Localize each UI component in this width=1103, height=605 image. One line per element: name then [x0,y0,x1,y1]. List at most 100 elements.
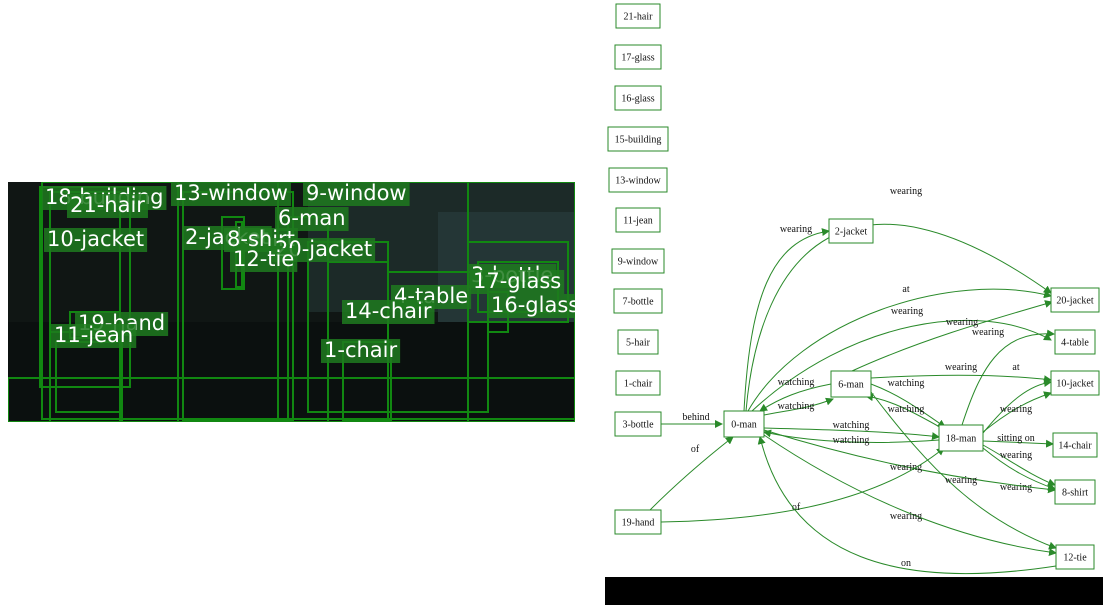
graph-edge-label: wearing [890,462,922,473]
graph-edge-label: wearing [945,475,977,486]
bbox-label-text: 14-chair [345,299,432,323]
bbox-label-text: 11-jean [54,323,133,347]
graph-node-label: 1-chair [624,379,653,390]
graph-node: 7-bottle [613,288,663,314]
graph-edge-label: wearing [890,511,922,522]
bbox-label: 1-chair [321,338,401,363]
graph-node: 9-window [611,248,665,274]
graph-edge-label: wearing [1000,404,1032,415]
graph-edge-label: watching [778,377,815,388]
graph-edge-label: wearing [1000,482,1032,493]
scene-overlay: 18-building13-window9-window21-hair6-man… [8,182,575,422]
graph-node: 0-man [723,410,765,438]
graph-node: 10-jacket [1050,370,1100,396]
graph-node-label: 8-shirt [1062,488,1088,499]
graph-edge: of [649,436,734,511]
graph-edge: wearing [743,224,830,412]
graph-edge-label: on [901,558,911,569]
graph-edge-label: sitting on [997,433,1035,444]
bbox-label: 10-jacket [44,227,148,252]
graph-edge-label: of [691,444,700,455]
graph-edge: wearing [870,391,1057,550]
graph-edge: watching [763,397,834,416]
graph-node: 14-chair [1052,432,1098,458]
graph-edge-label: watching [833,420,870,431]
graph-edge: watching [759,377,832,412]
graph-node: 5-hair [617,329,659,355]
bounding-box [8,377,575,422]
bbox-label-text: 9-window [306,182,407,205]
graph-edge: wearing [851,300,1053,372]
graph-node-label: 16-glass [621,94,654,105]
graph-node-label: 10-jacket [1056,379,1093,390]
graph-node: 19-hand [614,509,662,535]
graph-edge: sitting on [982,433,1054,448]
bbox-label-text: 12-tie [233,247,294,271]
graph-node-label: 13-window [615,176,661,187]
graph-edge: wearing [745,186,1052,412]
graph-node-label: 21-hair [624,12,654,23]
scene-graph: wearingwearingatwearingwearingwearingwat… [607,3,1100,575]
graph-edge-label: watching [888,404,925,415]
graph-node: 15-building [607,126,669,152]
graph-node: 17-glass [614,44,662,70]
graph-edge-label: of [792,502,801,513]
graph-edge-label: at [902,284,909,295]
graph-node: 1-chair [615,370,661,396]
graph-node: 3-bottle [614,411,662,437]
graph-node: 2-jacket [828,218,874,244]
graph-node-label: 3-bottle [622,420,654,431]
graph-edge: wearing [961,327,1055,426]
bbox-label: 13-window [171,182,291,206]
graph-node-label: 6-man [838,380,864,391]
graph-node-label: 11-jean [623,216,653,227]
graph-node: 8-shirt [1054,479,1096,505]
bbox-label: 21-hair [67,193,148,218]
scene-image: 18-building13-window9-window21-hair6-man… [8,182,575,422]
graph-node: 18-man [938,424,984,452]
graph-edge-label: wearing [891,306,923,317]
bbox-label: 12-tie [230,247,298,272]
graph-node-label: 4-table [1061,338,1089,349]
graph-edge-label: at [1012,362,1019,373]
graph-node-label: 14-chair [1058,441,1092,452]
bbox-label: 14-chair [342,299,435,324]
graph-node: 13-window [608,167,668,193]
graph-edge-label: behind [682,412,709,423]
graph-node-label: 0-man [731,420,757,431]
bottom-black-bar [605,577,1103,605]
graph-node-label: 12-tie [1063,553,1087,564]
bbox-label-text: 16-glass [491,293,575,317]
graph-edge: wearing [982,391,1052,433]
graph-edge-label: wearing [972,327,1004,338]
graph-edge: wearing [763,429,1056,494]
graph-edge-label: watching [888,378,925,389]
graph-edge-label: wearing [946,317,978,328]
graph-node: 4-table [1054,329,1096,355]
graph-edge-label: wearing [890,186,922,197]
bbox-label: 6-man [275,206,349,231]
graph-node: 11-jean [615,207,661,233]
graph-node: 16-glass [614,85,662,111]
graph-edge-label: wearing [945,362,977,373]
graph-edge: of [660,447,945,523]
bbox-label-text: 17-glass [473,269,561,293]
graph-edge: wearing [982,444,1056,487]
graph-node-label: 2-jacket [835,227,867,238]
bbox-label: 11-jean [51,323,137,348]
bbox-label: 17-glass [470,269,565,294]
graph-edge: at [747,284,1052,412]
graph-node-label: 17-glass [621,53,654,64]
bbox-label-text: 1-chair [324,338,397,362]
bbox-label: 9-window [303,182,410,206]
bbox-label-text: 21-hair [70,193,145,217]
graph-edge: watching [865,393,946,431]
graph-edge: watching [870,378,946,428]
graph-node-label: 7-bottle [622,297,654,308]
graph-node-label: 20-jacket [1056,296,1093,307]
bbox-label-text: 10-jacket [47,227,144,251]
graph-edge-label: wearing [1000,450,1032,461]
graph-edge: wearing [763,434,1057,557]
graph-node: 6-man [830,370,872,398]
graph-edge: on [757,436,1057,575]
